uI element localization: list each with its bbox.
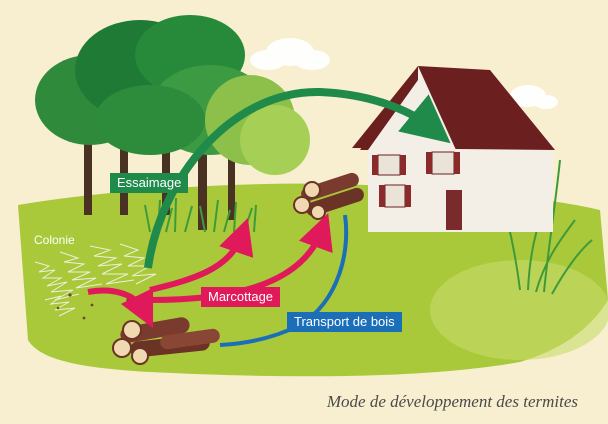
label-marcottage: Marcottage: [201, 287, 281, 307]
diagram-caption: Mode de développement des termites: [326, 392, 578, 411]
sunlit-patch: [430, 260, 608, 360]
tree-icon: [35, 15, 310, 175]
arrow-icon: [144, 87, 451, 269]
log-pile-icon: [293, 172, 364, 220]
label-transport-de-bois: Transport de bois: [287, 312, 402, 332]
arrow-icon: [87, 287, 154, 329]
log-pile-icon: [112, 317, 220, 365]
label-colonie: Colonie: [34, 233, 75, 247]
cloud-icon: [250, 38, 330, 70]
colony-nest: [34, 243, 157, 317]
arrow-icon: [149, 217, 254, 293]
label-essaimage: Essaimage: [110, 173, 189, 193]
